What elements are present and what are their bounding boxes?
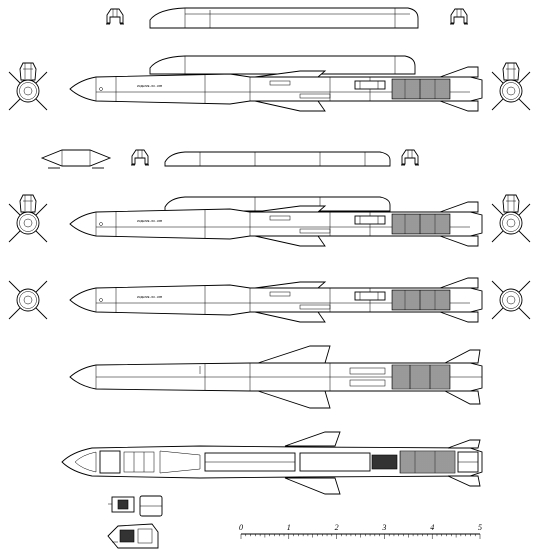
- body-marking-2: ИЗДЕЛИЕ-ОК-ЗОМ: [137, 220, 162, 223]
- scale-label: 4: [430, 523, 434, 532]
- top-pylon-row: [105, 7, 469, 29]
- scale-label: 1: [287, 523, 291, 532]
- scale-bar: 0 1 2 3 4 5: [239, 523, 482, 539]
- scale-label: 5: [478, 523, 482, 532]
- scale-label: 2: [335, 523, 339, 532]
- body-marking-3: ИЗДЕЛИЕ-ОК-ЗОМ: [137, 296, 162, 299]
- seeker-detail: [107, 495, 163, 549]
- missile-with-pylon-view: ИЗДЕЛИЕ-ОК-ЗОМ: [9, 55, 530, 112]
- missile-plain-view: ИЗДЕЛИЕ-ОК-ЗОМ: [8, 277, 531, 323]
- missile-with-rails-view: ИЗДЕЛИЕ-ОК-ЗОМ: [9, 195, 530, 247]
- scale-label: 0: [239, 523, 243, 532]
- missile-cutaway-view: [61, 431, 483, 495]
- pylon-components-row: [40, 149, 420, 169]
- missile-top-view: [69, 345, 483, 409]
- body-marking: ИЗДЕЛИЕ-ОК-ЗОМ: [137, 85, 162, 88]
- scale-label: 3: [381, 523, 386, 532]
